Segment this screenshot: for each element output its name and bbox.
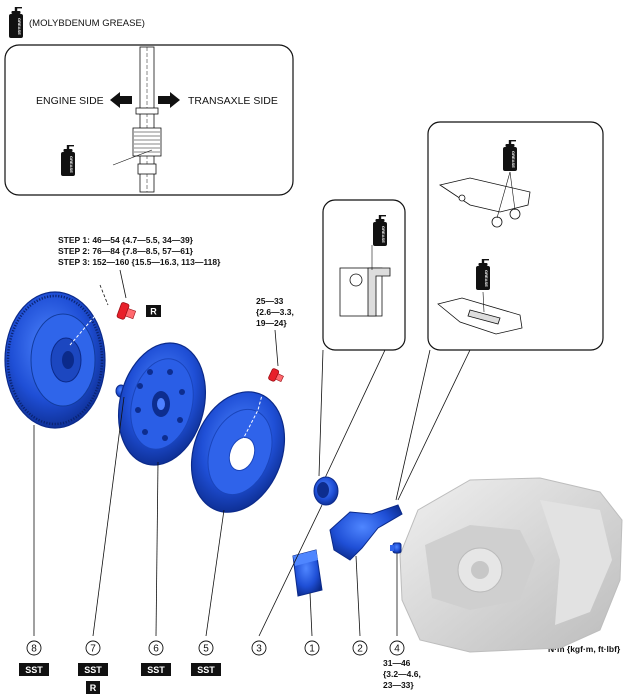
input-shaft — [112, 46, 162, 193]
svg-text:3: 3 — [256, 644, 262, 655]
pivot-torque-line3: 23—33} — [383, 680, 414, 690]
sst-badge: SST — [19, 663, 49, 676]
part-number-4: 4 — [389, 640, 405, 656]
torque-step1: STEP 1: 46—54 {4.7—5.5, 34—39} — [58, 235, 194, 245]
part-number-3: 3 — [251, 640, 267, 656]
release-bearing — [313, 476, 339, 506]
pivot-pin — [390, 542, 402, 554]
grease-can-label: GREASE — [17, 18, 22, 35]
units-label: N·m {kgf·m, ft·lbf} — [548, 644, 621, 654]
svg-text:SST: SST — [84, 665, 102, 675]
cover-torque-line1: 25—33 — [256, 296, 284, 306]
transaxle-side-label: TRANSAXLE SIDE — [188, 95, 278, 107]
part-number-8: 8 — [26, 640, 42, 656]
fork-upper-sketch — [439, 171, 531, 228]
grease-can-icon: GREASE — [503, 140, 517, 171]
flywheel-bolt — [116, 302, 137, 320]
part-number-5: 5 — [198, 640, 214, 656]
svg-text:5: 5 — [203, 644, 209, 655]
arrow-left-icon — [110, 92, 132, 108]
fork-lower-sketch — [437, 291, 523, 335]
release-fork — [329, 504, 403, 561]
svg-text:GREASE: GREASE — [69, 156, 74, 173]
torque-step3: STEP 3: 152—160 {15.5—16.3, 113—118} — [58, 257, 221, 267]
pivot-torque-line1: 31—46 — [383, 658, 411, 668]
svg-text:1: 1 — [309, 644, 315, 655]
replace-badge: R — [146, 305, 161, 317]
engine-side-label: ENGINE SIDE — [36, 95, 104, 107]
svg-text:7: 7 — [90, 644, 96, 655]
transaxle-housing — [399, 477, 623, 653]
flywheel — [4, 284, 109, 429]
svg-text:8: 8 — [31, 644, 37, 655]
svg-text:4: 4 — [394, 644, 400, 655]
replace-badge: R — [86, 681, 100, 694]
legend: GREASE (MOLYBDENUM GREASE) — [9, 7, 145, 38]
part-number-6: 6 — [148, 640, 164, 656]
sst-badge: SST — [78, 663, 108, 676]
cover-bolt — [268, 368, 284, 383]
pivot-torque-line2: {3.2—4.6, — [383, 669, 421, 679]
cover-torque-line2: {2.6—3.3, — [256, 307, 294, 317]
svg-text:SST: SST — [197, 665, 215, 675]
svg-text:GREASE: GREASE — [381, 226, 386, 243]
clutch-disc — [117, 342, 207, 466]
svg-text:SST: SST — [25, 665, 43, 675]
grease-can-icon: GREASE — [476, 259, 490, 290]
release-bearing-detail-box: GREASE — [318, 199, 406, 479]
release-fork-boot — [292, 549, 323, 597]
part-number-1: 1 — [304, 640, 320, 656]
shaft-detail-box: ENGINE SIDE TRANSAXLE SIDE GREASE — [4, 44, 294, 196]
svg-text:R: R — [150, 307, 157, 317]
leader-lines — [33, 396, 398, 637]
legend-label: (MOLYBDENUM GREASE) — [29, 18, 145, 29]
cover-torque-spec: 25—33 {2.6—3.3, 19—24} — [256, 296, 294, 367]
arrow-right-icon — [158, 92, 180, 108]
svg-text:GREASE: GREASE — [484, 270, 489, 287]
flywheel-torque-spec: STEP 1: 46—54 {4.7—5.5, 34—39} STEP 2: 7… — [58, 235, 221, 299]
svg-text:R: R — [90, 683, 97, 693]
cover-torque-line3: 19—24} — [256, 318, 287, 328]
release-fork-detail-box: GREASE GREASE — [395, 121, 604, 501]
sst-badge: SST — [191, 663, 221, 676]
svg-text:6: 6 — [153, 644, 159, 655]
clutch-cover — [190, 391, 286, 513]
torque-step2: STEP 2: 76—84 {7.8—8.5, 57—61} — [58, 246, 194, 256]
grease-can-icon: GREASE — [61, 145, 75, 176]
sst-badge: SST — [141, 663, 171, 676]
bearing-section — [339, 245, 391, 317]
part-number-2: 2 — [352, 640, 368, 656]
svg-text:SST: SST — [147, 665, 165, 675]
svg-text:GREASE: GREASE — [511, 151, 516, 168]
pivot-torque-spec: 31—46 {3.2—4.6, 23—33} — [383, 658, 421, 690]
grease-can-icon: GREASE — [373, 215, 387, 246]
part-number-7: 7 — [85, 640, 101, 656]
svg-text:2: 2 — [357, 644, 363, 655]
grease-can-icon: GREASE — [9, 7, 23, 38]
